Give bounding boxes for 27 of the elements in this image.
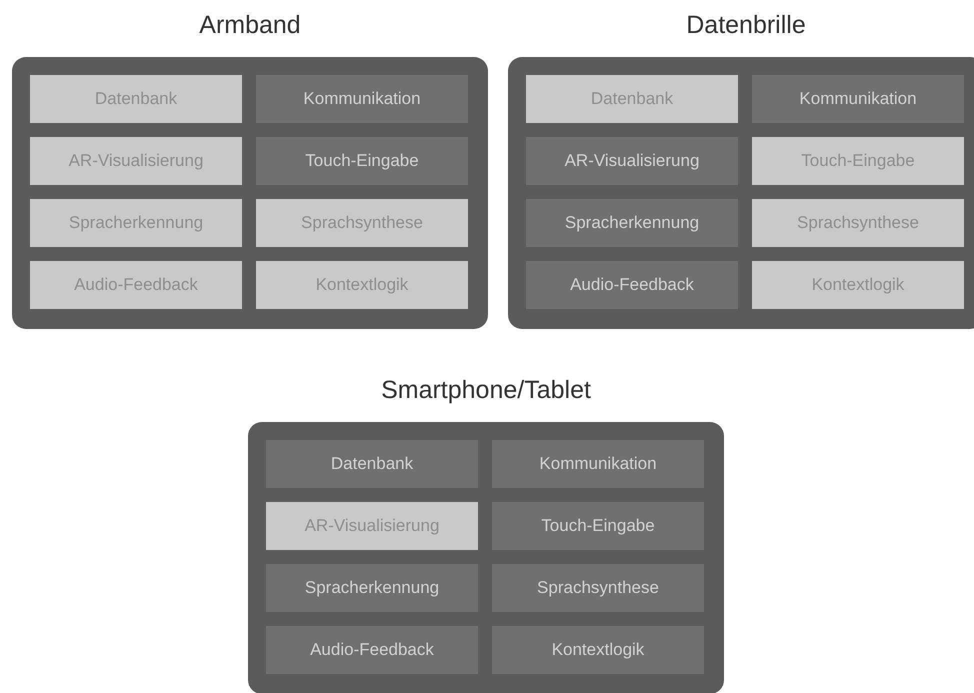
module-cell: Kontextlogik	[492, 626, 704, 674]
module-cell: AR-Visualisierung	[30, 137, 242, 185]
module-cell: Spracherkennung	[30, 199, 242, 247]
module-cell: AR-Visualisierung	[526, 137, 738, 185]
module-cell: Touch-Eingabe	[752, 137, 964, 185]
module-cell: Kontextlogik	[752, 261, 964, 309]
module-cell: Kommunikation	[752, 75, 964, 123]
module-cell: AR-Visualisierung	[266, 502, 478, 550]
module-cell: Audio-Feedback	[526, 261, 738, 309]
module-cell: Kommunikation	[492, 440, 704, 488]
module-cell: Audio-Feedback	[266, 626, 478, 674]
module-cell: Touch-Eingabe	[492, 502, 704, 550]
module-cell: Kommunikation	[256, 75, 468, 123]
module-cell: Datenbank	[30, 75, 242, 123]
module-cell: Sprachsynthese	[492, 564, 704, 612]
module-cell: Datenbank	[526, 75, 738, 123]
module-cell: Spracherkennung	[266, 564, 478, 612]
module-cell: Touch-Eingabe	[256, 137, 468, 185]
panel-title: Smartphone/Tablet	[380, 376, 592, 405]
module-cell: Kontextlogik	[256, 261, 468, 309]
module-cell: Spracherkennung	[526, 199, 738, 247]
module-cell: Audio-Feedback	[30, 261, 242, 309]
module-cell: Datenbank	[266, 440, 478, 488]
module-cell: Sprachsynthese	[752, 199, 964, 247]
panel-title: Datenbrille	[685, 11, 807, 40]
panel-title: Armband	[198, 11, 302, 40]
module-cell: Sprachsynthese	[256, 199, 468, 247]
